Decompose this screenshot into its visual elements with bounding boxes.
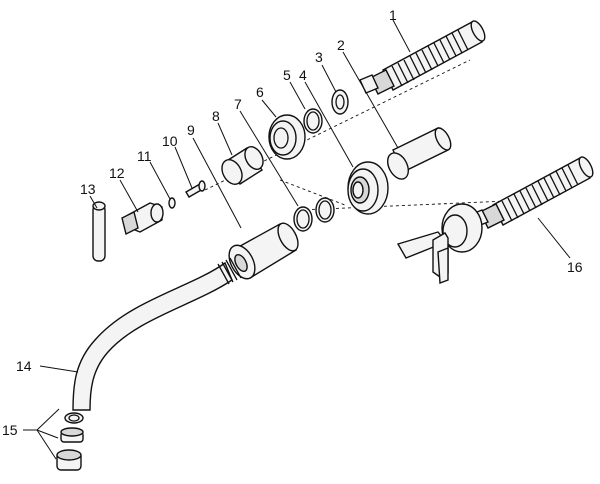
- part-12-lever-hub: [119, 179, 164, 236]
- callout-15: 15: [2, 422, 18, 438]
- part-3-nut: [321, 64, 349, 115]
- part-1-cartridge: [359, 19, 486, 95]
- part-5-o-ring: [289, 81, 323, 134]
- callout-11: 11: [137, 148, 152, 164]
- callout-12: 12: [109, 165, 125, 181]
- callout-7: 7: [234, 96, 242, 112]
- part-8-short-sleeve: [217, 122, 264, 185]
- callout-14: 14: [16, 358, 32, 374]
- callout-2: 2: [337, 37, 345, 53]
- part-16-cartridge-handle: [396, 156, 594, 284]
- callout-8: 8: [212, 108, 220, 124]
- part-7-o-rings: [239, 110, 335, 232]
- part-4-escutcheon: [304, 81, 389, 215]
- callout-6: 6: [256, 84, 264, 100]
- callout-10: 10: [162, 133, 178, 149]
- callout-1: 1: [389, 7, 397, 23]
- callout-labels: 1 2 3 4 5 6 7 8 9 10 11 12 13 14 15 16: [2, 7, 583, 438]
- part-10-screw: [174, 146, 206, 198]
- part-13-lever-handle: [89, 195, 106, 262]
- callout-16: 16: [567, 259, 583, 275]
- callout-3: 3: [315, 49, 323, 65]
- part-14-spout-tube: [39, 257, 242, 411]
- part-6-flange: [261, 99, 306, 160]
- part-15-aerator-set: [23, 408, 84, 471]
- part-11-washer: [149, 161, 176, 209]
- callout-4: 4: [299, 67, 307, 83]
- part-9-spout-body: [192, 137, 299, 280]
- callout-9: 9: [187, 122, 195, 138]
- callout-5: 5: [283, 67, 291, 83]
- callout-13: 13: [80, 181, 96, 197]
- part-2-sleeve: [342, 51, 452, 180]
